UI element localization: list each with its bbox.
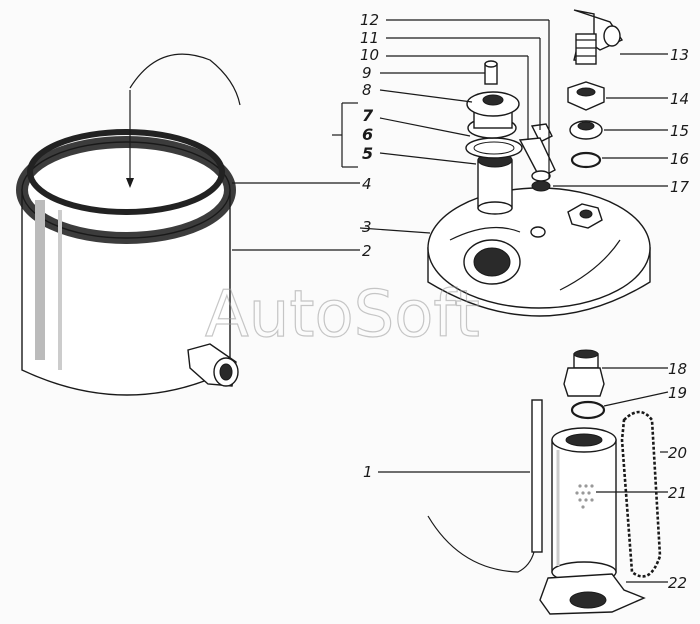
label-11: 11 (360, 29, 379, 47)
label-20: 20 (668, 444, 687, 462)
label-10: 10 (360, 46, 379, 64)
label-6: 6 (362, 125, 373, 144)
label-12: 12 (360, 11, 379, 29)
base-plate-22 (539, 573, 646, 615)
label-18: 18 (668, 360, 687, 378)
label-17: 17 (670, 178, 690, 196)
elbow-fitting (573, 9, 624, 65)
label-15: 15 (670, 122, 689, 140)
label-4: 4 (362, 175, 372, 193)
label-16: 16 (670, 150, 689, 168)
center-rod-1 (531, 399, 543, 553)
watermark: AutoSoft (205, 278, 480, 352)
fitting-18 (563, 349, 605, 397)
filter-element-21 (551, 427, 617, 583)
leader-lines (232, 19, 669, 583)
part-number-labels: 1 2 3 4 5 6 7 8 9 10 11 12 13 14 15 16 1… (360, 11, 690, 592)
label-5: 5 (362, 144, 373, 163)
o-ring-19 (570, 400, 606, 420)
valve-assembly (465, 60, 523, 215)
label-1: 1 (363, 463, 373, 481)
hex-nut-14 (567, 81, 605, 111)
label-21: 21 (668, 484, 687, 502)
label-14: 14 (670, 90, 689, 108)
label-9: 9 (362, 64, 372, 82)
label-8: 8 (362, 81, 372, 99)
hint-curve-bottom (427, 515, 535, 573)
o-ring-16 (570, 151, 602, 169)
label-22: 22 (668, 574, 687, 592)
filter-cover-plate (427, 187, 651, 317)
label-19: 19 (668, 384, 687, 402)
housing-outlet-fitting (187, 343, 239, 387)
bracket-and-nut (518, 123, 556, 192)
label-7: 7 (362, 106, 374, 125)
gasket-20 (620, 410, 662, 578)
label-13: 13 (670, 46, 689, 64)
label-2: 2 (362, 242, 372, 260)
cone-washer-15 (569, 120, 603, 140)
drain-hint-curve (129, 53, 241, 106)
label-3: 3 (362, 218, 372, 236)
filter-housing-bowl (16, 90, 236, 396)
